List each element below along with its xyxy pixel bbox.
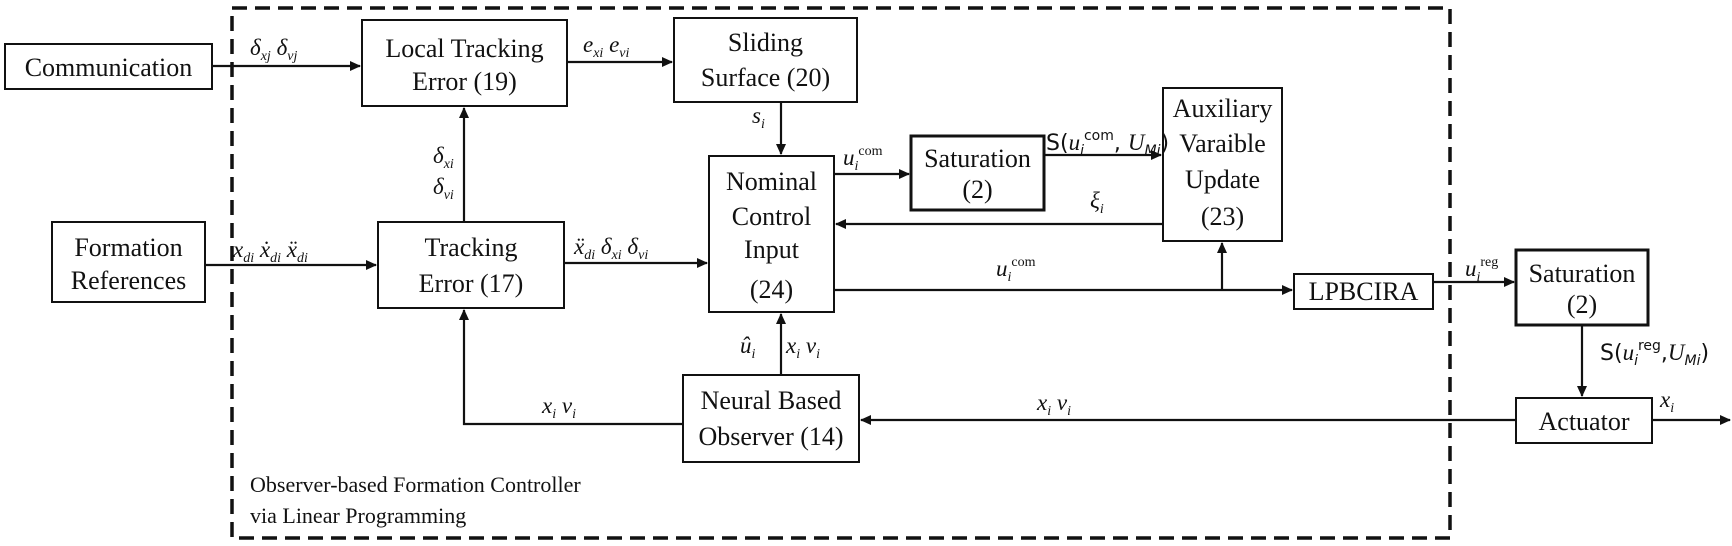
svg-text:xdi ẋdi ẍdi: xdi ẋdi ẍdi bbox=[232, 237, 308, 266]
signal-labels: δxj δvj exi evi si δxi δvi xdi ẋdi ẍdi ẍ… bbox=[232, 32, 1709, 422]
observer-label-2: Observer (14) bbox=[698, 422, 843, 451]
auxiliary-label-3: Update bbox=[1185, 165, 1260, 194]
communication-block bbox=[4, 43, 213, 90]
formation-references-block bbox=[51, 221, 206, 303]
svg-text:S(uireg,UMi): S(uireg,UMi) bbox=[1600, 338, 1709, 369]
lpbcira-block bbox=[1293, 273, 1434, 310]
saturation-inner-block bbox=[909, 134, 1046, 212]
auxiliary-label-4: (23) bbox=[1201, 202, 1244, 231]
actuator-block bbox=[1515, 397, 1653, 444]
svg-text:exi evi: exi evi bbox=[583, 32, 630, 61]
svg-text:uireg: uireg bbox=[1465, 255, 1498, 285]
tracking-error-label-1: Tracking bbox=[425, 233, 518, 262]
local-tracking-error-label-2: Error (19) bbox=[412, 67, 517, 96]
svg-text:xi vi: xi vi bbox=[1036, 390, 1071, 419]
communication-label: Communication bbox=[25, 53, 193, 82]
saturation-outer-label-1: Saturation bbox=[1529, 259, 1636, 288]
svg-text:ẍdi δxi δvi: ẍdi δxi δvi bbox=[573, 234, 648, 263]
controller-boundary bbox=[230, 6, 1452, 540]
observer-label-1: Neural Based bbox=[701, 386, 842, 415]
nominal-control-label-3: Input bbox=[744, 235, 800, 264]
sliding-surface-label-1: Sliding bbox=[728, 28, 803, 57]
nominal-control-label-1: Nominal bbox=[726, 167, 817, 196]
svg-text:uicom: uicom bbox=[843, 144, 883, 174]
nominal-control-label-2: Control bbox=[732, 202, 811, 231]
svg-text:xi vi: xi vi bbox=[785, 333, 820, 362]
saturation-inner-label-2: (2) bbox=[962, 175, 992, 204]
tracking-error-block bbox=[377, 221, 565, 309]
tracking-error-label-2: Error (17) bbox=[419, 269, 524, 298]
connections bbox=[205, 57, 1731, 426]
svg-text:xi vi: xi vi bbox=[541, 393, 576, 422]
auxiliary-label-2: Varaible bbox=[1179, 129, 1266, 158]
neural-observer-block bbox=[682, 374, 860, 463]
svg-text:ξi: ξi bbox=[1090, 188, 1104, 217]
svg-text:xi: xi bbox=[1659, 387, 1674, 416]
svg-text:δxj δvj: δxj δvj bbox=[250, 35, 297, 64]
nominal-control-label-4: (24) bbox=[750, 275, 793, 304]
lpbcira-label: LPBCIRA bbox=[1309, 277, 1419, 306]
controller-caption-2: via Linear Programming bbox=[250, 503, 466, 528]
actuator-label: Actuator bbox=[1539, 407, 1630, 436]
svg-text:δvi: δvi bbox=[433, 174, 454, 203]
svg-text:si: si bbox=[752, 103, 765, 132]
sliding-surface-label-2: Surface (20) bbox=[701, 63, 830, 92]
saturation-inner-label-1: Saturation bbox=[924, 144, 1031, 173]
nominal-control-input-block bbox=[708, 155, 835, 313]
local-tracking-error-label-1: Local Tracking bbox=[385, 34, 543, 63]
saturation-outer-label-2: (2) bbox=[1567, 290, 1597, 319]
auxiliary-update-block bbox=[1162, 87, 1283, 242]
auxiliary-label-1: Auxiliary bbox=[1173, 94, 1273, 123]
svg-text:ûi: ûi bbox=[740, 333, 756, 362]
formation-references-label-1: Formation bbox=[74, 233, 182, 262]
controller-caption-1: Observer-based Formation Controller bbox=[250, 472, 581, 497]
svg-text:δxi: δxi bbox=[433, 143, 454, 172]
svg-text:uicom: uicom bbox=[996, 255, 1036, 285]
formation-references-label-2: References bbox=[71, 266, 186, 295]
sliding-surface-block bbox=[673, 17, 858, 103]
